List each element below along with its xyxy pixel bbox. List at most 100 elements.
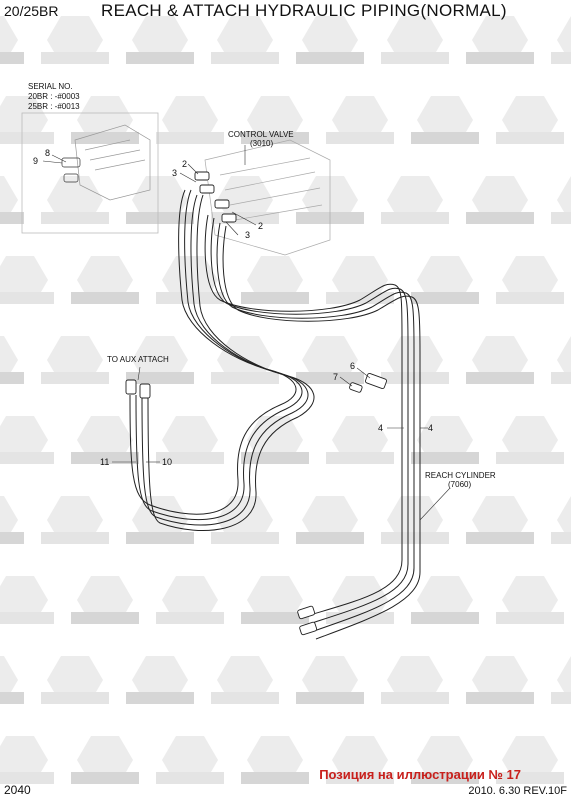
callout-10: 10 [162,457,173,467]
watermark-band [466,692,534,704]
watermark-band [126,372,194,384]
watermark-band [411,612,479,624]
revision-date: 2010. 6.30 REV.10F [468,785,567,797]
watermark-band [411,772,479,784]
watermark-band [381,212,449,224]
aux-end-fittings [125,379,151,399]
watermark-band [0,692,24,704]
watermark-band [156,292,224,304]
watermark-band [41,532,109,544]
reach-cylinder-label: REACH CYLINDER [425,471,496,480]
callout-4-left: 4 [378,423,384,433]
watermark-band [71,612,139,624]
serial-heading: SERIAL NO. [28,82,73,91]
watermark-band [71,452,139,464]
watermark-band [496,452,564,464]
watermark-band [211,532,279,544]
reach-end-fittings [297,605,318,636]
watermark-band [551,212,571,224]
watermark-band [0,772,54,784]
watermark-band [126,532,194,544]
watermark-band [326,772,394,784]
serial-detail-box [21,112,159,234]
serial-line-20br: 20BR : -#0003 [28,92,80,101]
watermark-band [126,52,194,64]
watermark-band [551,692,571,704]
watermark-band [381,52,449,64]
leader-lines [42,145,451,521]
watermark-band [126,692,194,704]
callout-4-right: 4 [428,423,434,433]
watermark-band [41,212,109,224]
hose-aux [129,189,315,532]
watermark-band [326,132,394,144]
watermark-pattern [0,16,571,784]
watermark-band [466,212,534,224]
callout-3-lower: 3 [245,230,251,240]
watermark-band [241,772,309,784]
watermark-band [296,692,364,704]
watermark-band [156,612,224,624]
watermark-band [466,52,534,64]
reach-cylinder-code: (7060) [448,480,472,489]
watermark-band [466,532,534,544]
watermark-band [551,52,571,64]
watermark-band [411,292,479,304]
watermark-band [0,612,54,624]
watermark-band [551,372,571,384]
watermark-band [211,52,279,64]
watermark-band [0,132,54,144]
watermark-band [411,452,479,464]
callout-3-upper: 3 [172,168,178,178]
watermark-band [296,532,364,544]
watermark-band [381,532,449,544]
watermark-band [296,52,364,64]
watermark-band [241,612,309,624]
callout-2-lower: 2 [258,221,264,231]
valve-fittings [194,171,237,223]
watermark-band [496,612,564,624]
watermark-band [0,372,24,384]
watermark-band [411,132,479,144]
watermark-band [0,212,24,224]
watermark-band [0,452,54,464]
callout-7: 7 [333,372,339,382]
watermark-band [496,772,564,784]
clamp-parts [349,372,387,393]
callout-11: 11 [100,457,110,467]
control-valve-sketch [204,139,331,256]
page-code: 20/25BR [4,3,59,19]
watermark-band [0,532,24,544]
watermark-band [326,452,394,464]
callout-8: 8 [45,148,51,158]
control-valve-label: CONTROL VALVE [228,130,294,139]
callout-9: 9 [33,156,39,166]
watermark-band [41,372,109,384]
control-valve-code: (3010) [250,139,274,148]
inset-valve-sketch [61,124,151,201]
aux-attach-label: TO AUX ATTACH [107,355,169,364]
watermark-band [156,772,224,784]
watermark-band [326,292,394,304]
watermark-band [381,692,449,704]
watermark-band [381,372,449,384]
callout-6: 6 [350,361,356,371]
watermark-band [0,292,54,304]
watermark-band [496,292,564,304]
watermark-band [551,532,571,544]
watermark-band [0,52,24,64]
watermark-band [71,292,139,304]
watermark-band [126,212,194,224]
watermark-band [211,692,279,704]
illustration-position-note: Позиция на иллюстрации № 17 [319,767,521,782]
watermark-band [241,292,309,304]
watermark-band [156,452,224,464]
watermark-band [71,772,139,784]
callout-2-upper: 2 [182,159,188,169]
page-number: 2040 [4,783,31,797]
watermark-band [466,372,534,384]
watermark-band [496,132,564,144]
watermark-band [41,52,109,64]
watermark-band [71,132,139,144]
